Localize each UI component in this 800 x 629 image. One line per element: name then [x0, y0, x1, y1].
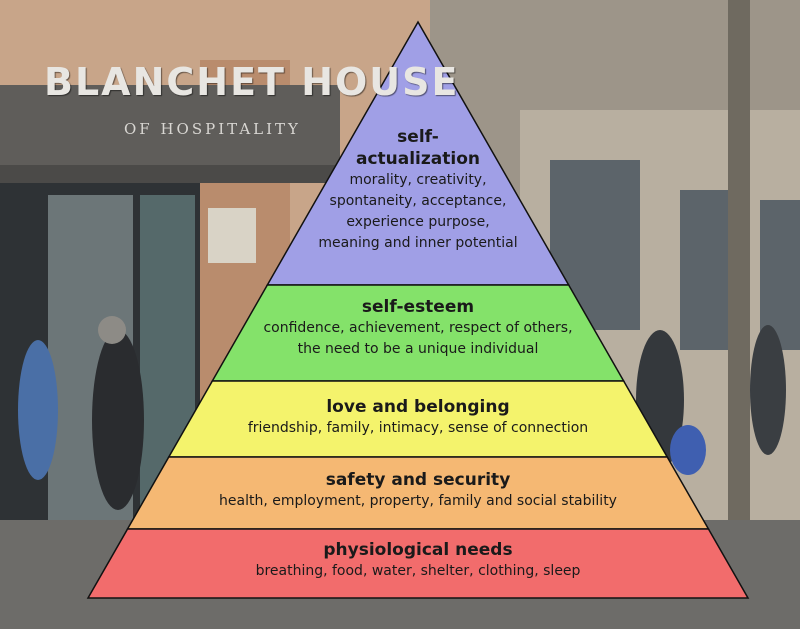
tier-description-line: meaning and inner potential: [318, 235, 518, 251]
person-left: [92, 330, 144, 510]
building-sign-subtitle: OF HOSPITALITY: [124, 120, 301, 138]
tier-physiological: [86, 528, 750, 599]
tier-description-line: spontaneity, acceptance,: [329, 193, 507, 209]
building-sign: BLANCHET HOUSE: [44, 60, 460, 104]
tier-description-line: breathing, food, water, shelter, clothin…: [255, 563, 581, 579]
posted-notice: [208, 208, 256, 263]
blue-bag: [670, 425, 706, 475]
tier-description-line: health, employment, property, family and…: [219, 493, 617, 509]
tier-self-esteem-text: self-esteem confidence, achievement, res…: [220, 296, 616, 360]
tier-title: self-: [397, 127, 439, 147]
tier-love-belonging-text: love and belonging friendship, family, i…: [178, 396, 658, 439]
tier-description-line: the need to be a unique individual: [297, 341, 539, 357]
tier-description-line: experience purpose,: [346, 214, 490, 230]
tier-description-line: morality, creativity,: [349, 172, 487, 188]
tier-title: love and belonging: [326, 397, 510, 417]
tier-title: actualization: [355, 149, 480, 169]
tier-title: physiological needs: [323, 540, 513, 560]
tier-safety-security-text: safety and security health, employment, …: [130, 469, 706, 512]
tier-title: self-esteem: [361, 297, 475, 317]
tier-title: safety and security: [325, 470, 511, 490]
tier-physiological-text: physiological needs breathing, food, wat…: [90, 539, 746, 582]
maslow-pyramid: [86, 20, 750, 599]
tier-self-actualization-text: self- actualization morality, creativity…: [300, 126, 536, 254]
tier-description-line: confidence, achievement, respect of othe…: [263, 320, 573, 336]
tree-trunk: [728, 0, 750, 560]
tier-description-line: friendship, family, intimacy, sense of c…: [247, 420, 589, 436]
entrance-awning: [0, 85, 340, 180]
